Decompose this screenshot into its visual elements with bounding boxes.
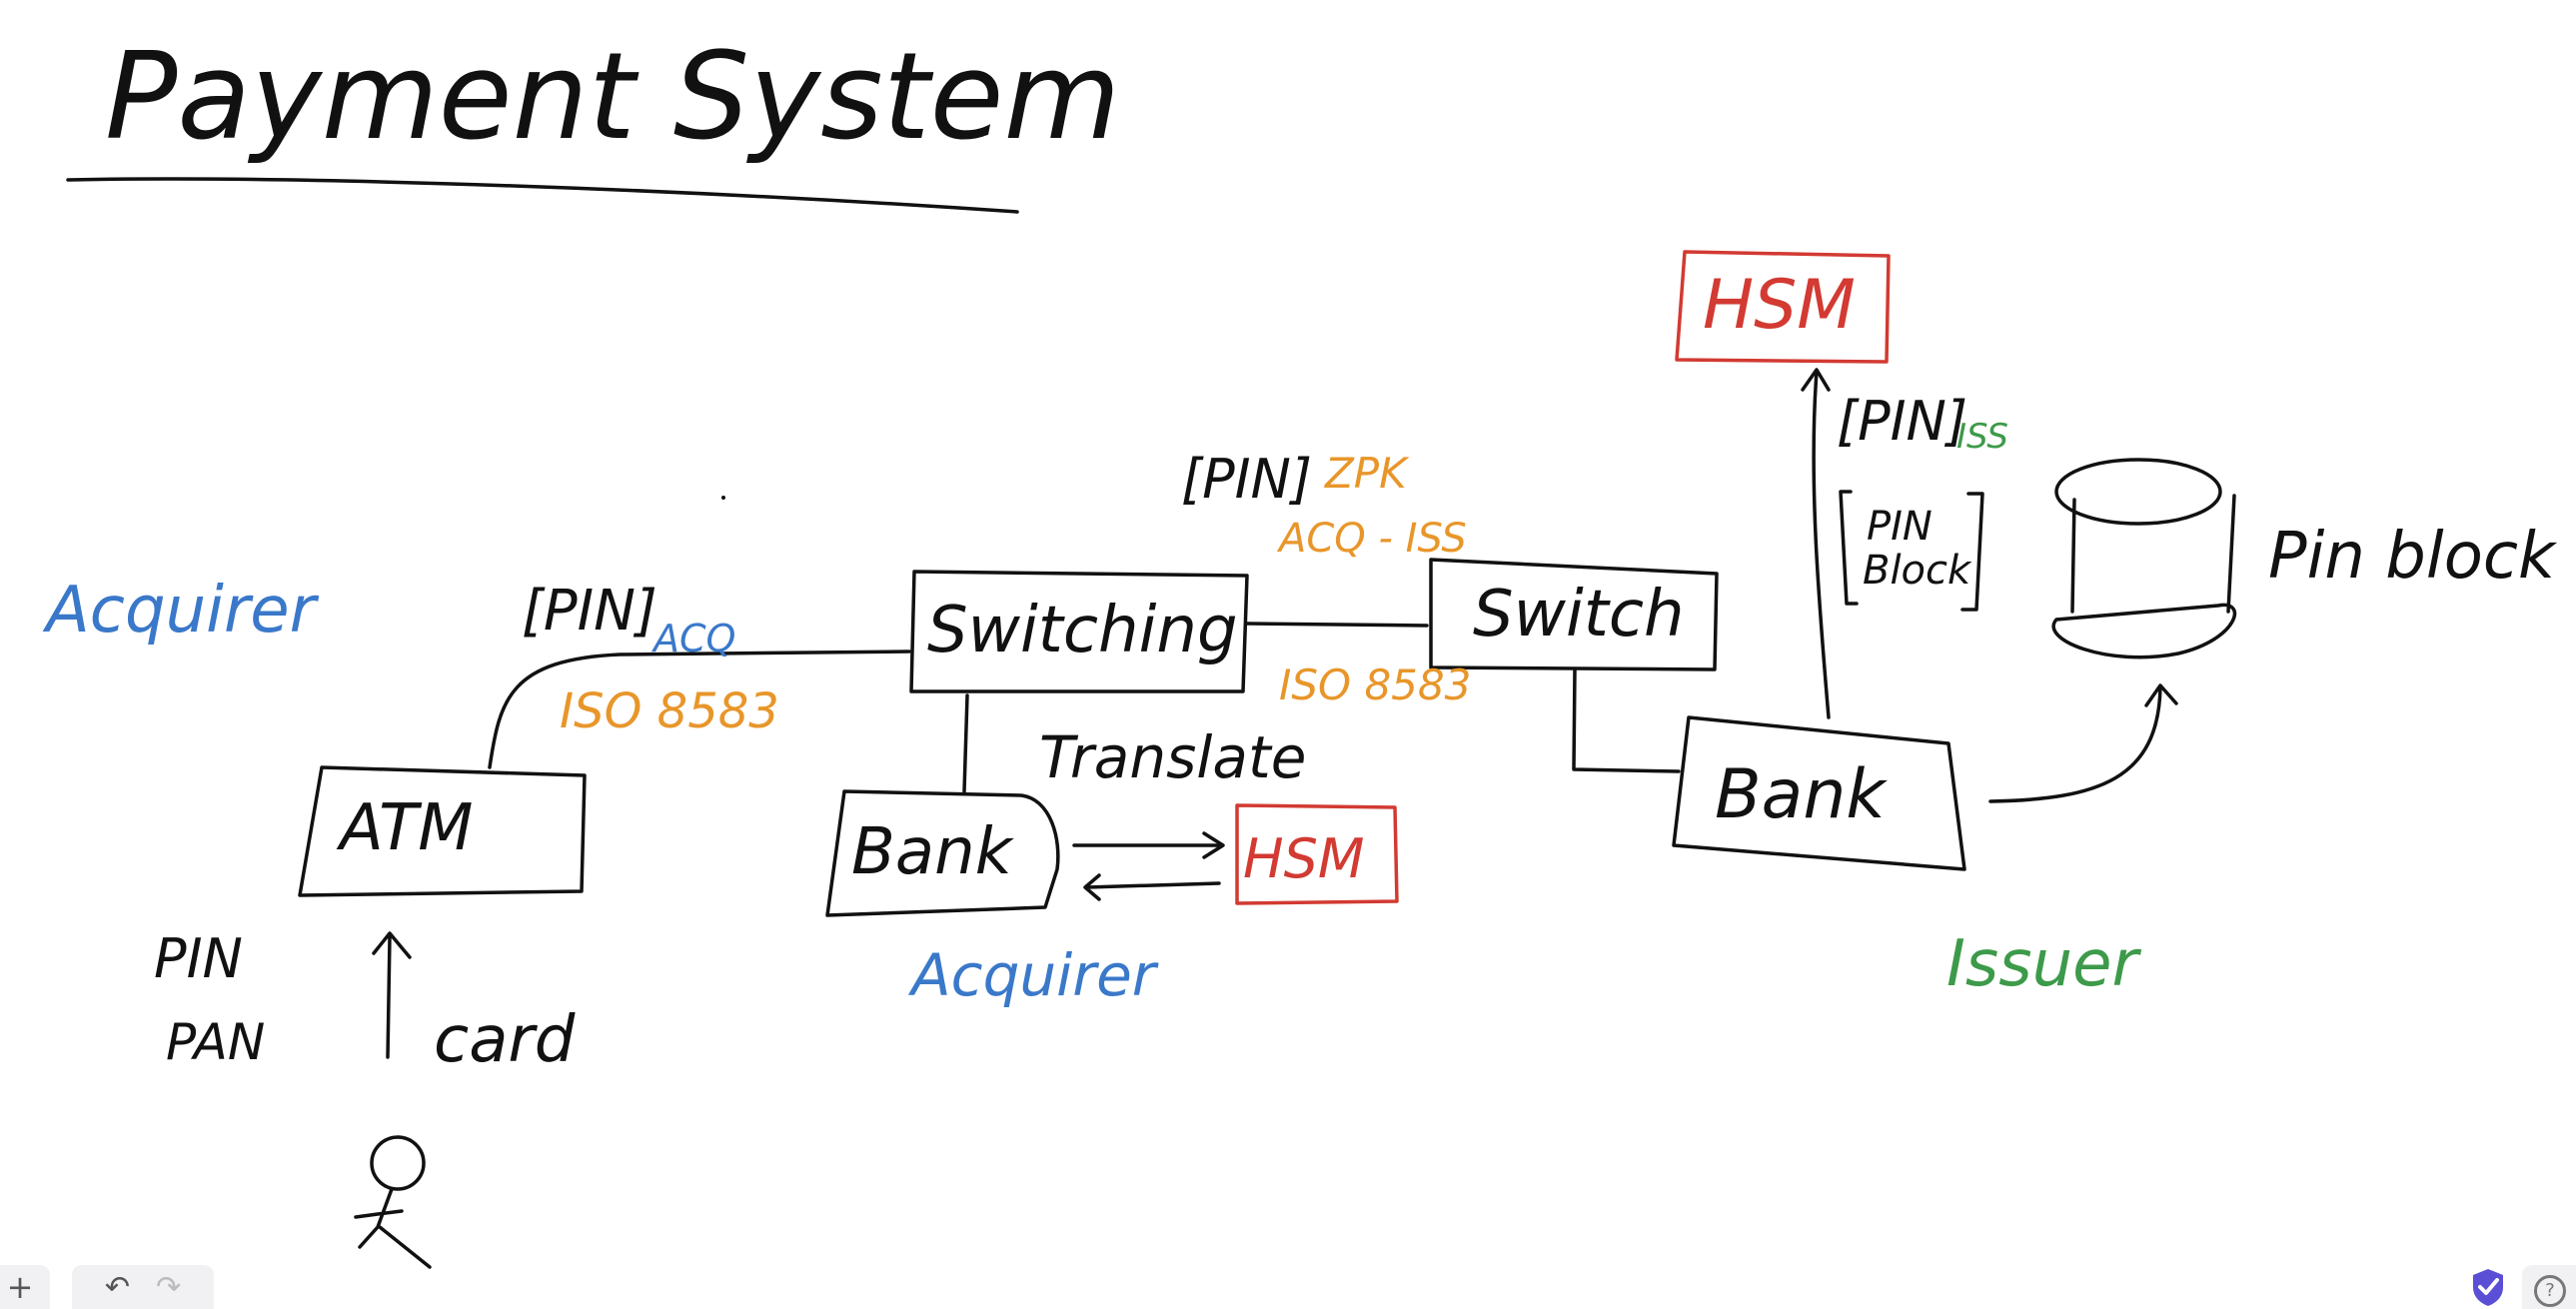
pin-acq-label: [PIN] (522, 579, 657, 644)
switch-label: Switch (1473, 578, 1685, 652)
zpk-label: ZPK (1324, 449, 1410, 498)
redo-icon[interactable]: ↷ (156, 1269, 182, 1305)
acq-subscript: ACQ (650, 617, 735, 660)
hsm-issuer-box (1675, 250, 1891, 364)
title-underline (66, 177, 1019, 214)
switching-box (909, 570, 1249, 693)
switch-bank-connector (1572, 667, 1681, 773)
add-icon[interactable]: + (6, 1268, 34, 1306)
acq-iss-label: ACQ - ISS (1276, 516, 1467, 562)
history-toolbar: ↶ ↷ (72, 1265, 214, 1309)
iso-left-label: ISO 8583 (560, 683, 779, 739)
atm-box (298, 765, 587, 897)
iss-subscript: ISS (1956, 417, 2008, 457)
bank-to-hsm-arrow (1072, 831, 1225, 859)
bank-to-hsm-issuer-arrow (1801, 368, 1831, 719)
acquirer-bottom-label: Acquirer (907, 941, 1159, 1009)
atm-label: ATM (336, 791, 473, 865)
issuer-label: Issuer (1946, 927, 2142, 1001)
hsm-issuer-label: HSM (1703, 266, 1856, 345)
hsm-acquirer-label: HSM (1243, 827, 1364, 890)
add-toolbar: + (0, 1265, 50, 1309)
bank-issuer-label: Bank (1715, 755, 1888, 834)
pin-block-bracket-line2: Block (1863, 548, 1972, 594)
help-icon[interactable]: ? (2534, 1275, 2566, 1307)
undo-icon[interactable]: ↶ (104, 1269, 130, 1305)
switching-bank-connector (962, 693, 969, 793)
iso-right-label: ISO 8583 (1279, 660, 1471, 709)
card-label: card (434, 1003, 576, 1077)
atm-switching-connector (488, 650, 911, 769)
bank-issuer-box (1672, 715, 1966, 871)
shield-check-icon[interactable] (2470, 1267, 2506, 1307)
hsm-to-bank-arrow (1083, 873, 1221, 901)
switch-box (1429, 558, 1719, 671)
bank-to-pinblock-arrow (1988, 683, 2178, 803)
bank-acquirer-label: Bank (851, 815, 1015, 889)
database-top (2054, 458, 2222, 526)
acquirer-left-label: Acquirer (42, 574, 320, 648)
pin-block-label: Pin block (2268, 520, 2558, 594)
pin-iss-label: [PIN] (1837, 390, 1967, 453)
switching-label: Switching (927, 594, 1238, 667)
help-toolbar: ? (2522, 1265, 2576, 1309)
hsm-acquirer-box (1235, 803, 1399, 905)
pin-label: PIN (154, 927, 243, 990)
translate-label: Translate (1039, 723, 1306, 791)
pin-zpk-label: [PIN] (1181, 448, 1312, 511)
pan-label: PAN (166, 1013, 265, 1071)
bank-acquirer-box (825, 789, 1060, 917)
pin-block-bracket-line1: PIN (1867, 504, 1932, 550)
database-body (2070, 494, 2236, 614)
card-arrow (372, 931, 412, 1059)
person-icon (354, 1135, 432, 1269)
switching-switch-connector (1245, 622, 1429, 628)
pin-block-bracket (1839, 490, 1984, 612)
stray-dot (721, 496, 725, 500)
database-bottom (2051, 603, 2237, 659)
page-title: Payment System (105, 28, 1120, 167)
